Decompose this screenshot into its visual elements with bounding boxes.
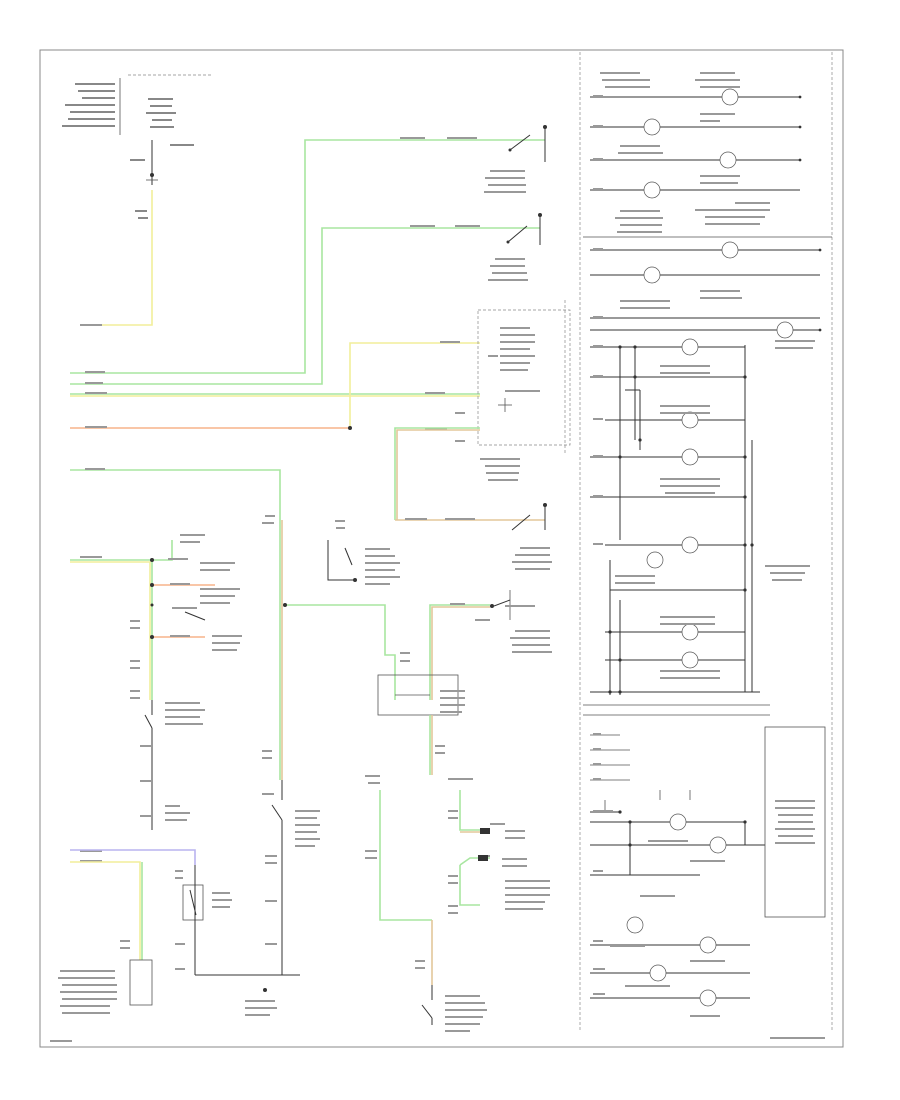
lamp-20-icon (699, 989, 717, 1007)
fuse-block (62, 74, 212, 219)
wire-yellow-fuse-feed (80, 190, 153, 326)
lamp-19-icon (649, 964, 667, 982)
lamp-7-icon (776, 321, 794, 339)
lamp-11-icon (681, 536, 699, 554)
combination-meter (50, 72, 832, 1042)
lamp-1-icon (721, 88, 739, 106)
wire-green-yellow-left-cluster (70, 559, 153, 700)
lamp-10-icon (681, 448, 699, 466)
wire-blue (70, 849, 196, 865)
lamp-12-icon (646, 551, 664, 569)
combination-meter-left (58, 940, 153, 1014)
instrument-control-unit (425, 300, 571, 455)
lamp-15-icon (669, 813, 687, 831)
wire-green-brake-fluid (429, 604, 490, 700)
wire-green-1 (70, 139, 545, 374)
wire-green-middle (285, 604, 396, 700)
left-rear-door-switch (410, 213, 542, 281)
lamp-9-icon (681, 411, 699, 429)
lamp-5-icon (721, 241, 739, 259)
wire-yellow-to-icu (349, 342, 480, 428)
right-rear-door-switch (400, 125, 547, 193)
wire-green-lower-middle (379, 790, 432, 921)
wire-green-5 (70, 469, 281, 520)
fuel-gauge-sender (175, 865, 300, 1016)
middle-connector (377, 652, 465, 754)
wire-green-tan-to-icu (394, 427, 480, 520)
lamp-16-icon (709, 836, 727, 854)
wire-green-2 (70, 227, 540, 385)
lamp-4-icon (643, 181, 661, 199)
lamp-6-icon (643, 266, 661, 284)
driver-door-switch (405, 458, 552, 570)
brake-fluid-level-switch (450, 590, 552, 653)
key-reminder-switch (327, 520, 400, 585)
lamp-18-icon (699, 936, 717, 954)
lamp-2-icon (643, 118, 661, 136)
lamp-14-icon (681, 651, 699, 669)
lamp-8-icon (681, 338, 699, 356)
parking-brake-switch (140, 700, 205, 830)
lamp-3-icon (719, 151, 737, 169)
lamp-17-icon (626, 916, 644, 934)
wire-yellow-lower (70, 861, 141, 960)
brake-fluid-connector-symbols (478, 828, 490, 861)
outer-frame (39, 49, 844, 1048)
oil-pressure-switch (262, 750, 320, 975)
lamp-13-icon (681, 623, 699, 641)
lower-middle-switch (421, 985, 487, 1032)
